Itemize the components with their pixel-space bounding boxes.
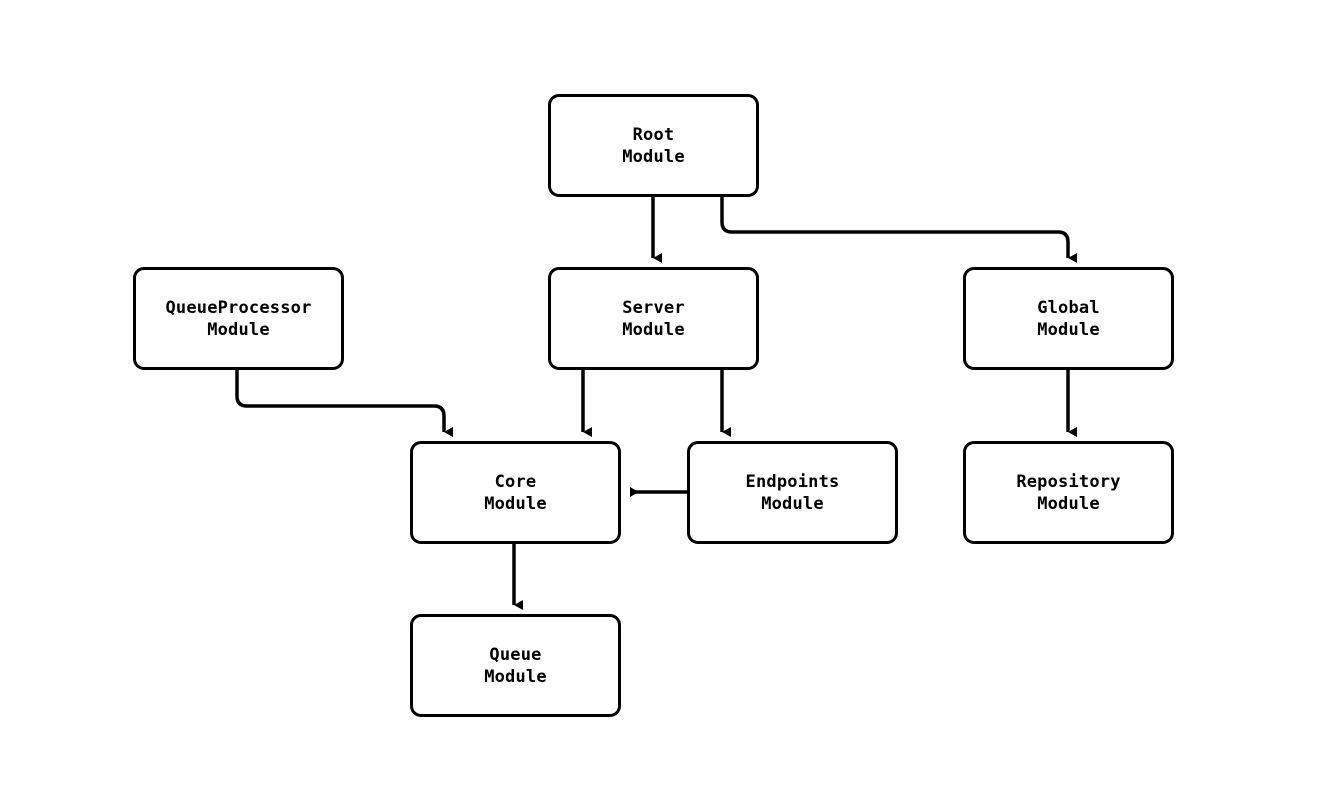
node-root-label: Root Module [622, 124, 685, 167]
node-repository-label: Repository Module [1016, 471, 1121, 514]
node-core-label: Core Module [484, 471, 547, 514]
node-endpoints[interactable]: Endpoints Module [687, 441, 898, 544]
edge-root-to-global [720, 197, 1077, 263]
node-queueprocessor[interactable]: QueueProcessor Module [133, 267, 344, 370]
node-endpoints-label: Endpoints Module [745, 471, 840, 514]
node-core[interactable]: Core Module [410, 441, 621, 544]
node-root[interactable]: Root Module [548, 94, 759, 197]
node-queue[interactable]: Queue Module [410, 614, 621, 717]
node-server-label: Server Module [622, 297, 685, 340]
node-queueprocessor-label: QueueProcessor Module [165, 297, 312, 340]
node-repository[interactable]: Repository Module [963, 441, 1174, 544]
node-server[interactable]: Server Module [548, 267, 759, 370]
node-global[interactable]: Global Module [963, 267, 1174, 370]
edge-queueprocessor-to-core [235, 370, 453, 437]
node-queue-label: Queue Module [484, 644, 547, 687]
node-global-label: Global Module [1037, 297, 1100, 340]
